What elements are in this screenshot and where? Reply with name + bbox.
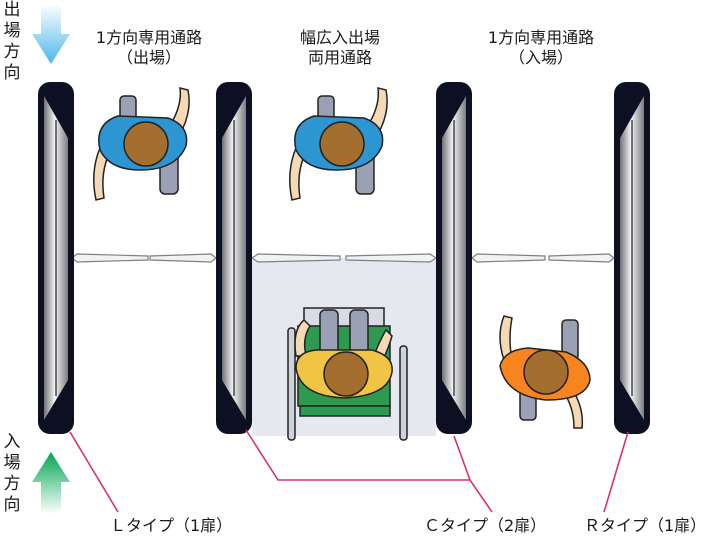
exit-direction-arrow [32, 4, 70, 64]
center-lane-label: 幅広入出場 両用通路 [299, 28, 380, 67]
gate-cabinet-4 [614, 82, 650, 434]
leader-lines [69, 429, 629, 513]
right-lane-label: 1方向専用通路 （入場） [487, 28, 595, 67]
person-entering-icon [499, 315, 591, 429]
flap-barriers [71, 253, 615, 263]
gate-cabinet-1 [38, 82, 74, 434]
r-type-label: Ｒタイプ（1扉） [584, 516, 707, 535]
person-wide-lane-icon [289, 87, 388, 201]
left-lane-label: 1方向専用通路 （出場） [95, 28, 203, 67]
gate-cabinet-2 [216, 82, 252, 434]
l-type-label: Ｌタイプ（1扉） [110, 516, 233, 535]
exit-direction-label: 出 場 方 向 [3, 0, 21, 83]
gate-cabinet-3 [436, 82, 472, 434]
wheelchair-user-icon [287, 307, 408, 441]
entry-direction-label: 入 場 方 向 [3, 432, 21, 515]
person-exiting-icon [93, 87, 190, 201]
entry-direction-arrow [32, 452, 70, 514]
c-type-label: Ｃタイプ（2扉） [424, 516, 547, 535]
